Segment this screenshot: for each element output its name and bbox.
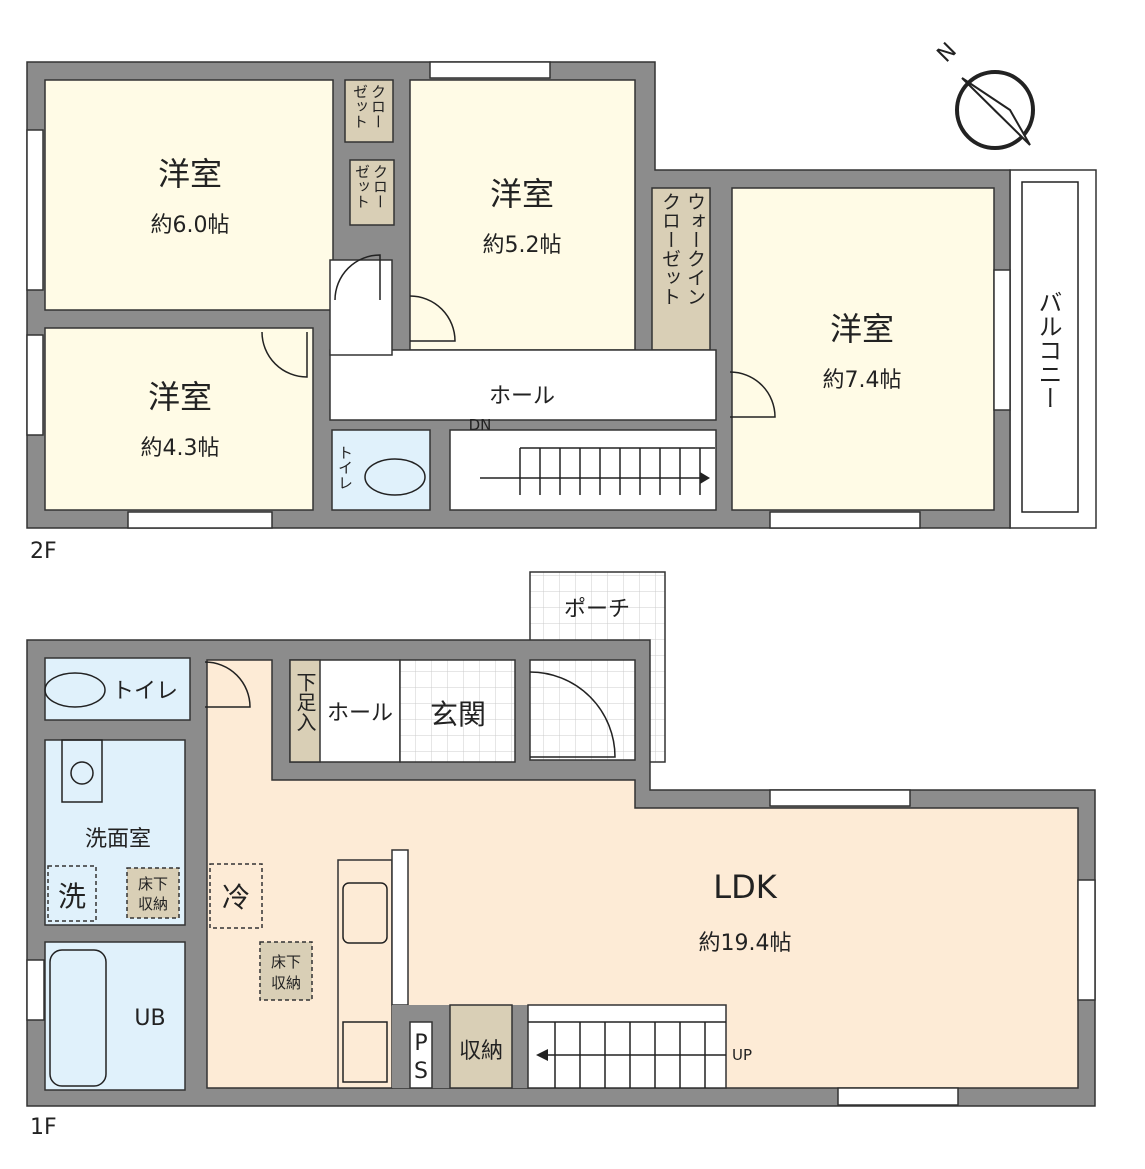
compass: N: [933, 38, 1035, 150]
stairs-2f[interactable]: [449, 429, 717, 511]
room-name: 洋室: [148, 378, 212, 416]
room-name: 洋室: [158, 155, 222, 193]
toilet-label: トイレ: [336, 445, 354, 490]
closet-label: クロー: [369, 84, 387, 129]
toilet-2f: [331, 429, 431, 511]
sink: [342, 882, 388, 944]
first-floor: トイレ 洗面室 洗 床下 収納 UB 冷 床下 収納 下足入 ホール 玄関 ポー…: [26, 571, 1096, 1140]
floor-label-2f: 2F: [30, 539, 57, 564]
ldk-size: 約19.4帖: [699, 931, 792, 956]
room-size: 約4.3帖: [141, 436, 220, 461]
ps-label: P: [414, 1031, 427, 1056]
room-6-0: [44, 79, 334, 311]
storage-label: 収納: [459, 1039, 503, 1064]
stove: [342, 1021, 388, 1083]
bath-label: UB: [134, 1006, 165, 1031]
ps-label: S: [414, 1059, 428, 1084]
shoe-storage: [289, 659, 321, 763]
fridge-space: [209, 863, 263, 929]
stairs-1f[interactable]: [527, 1004, 727, 1089]
unit-bath: [44, 941, 186, 1091]
room-size: 約5.2帖: [483, 233, 562, 258]
toilet-label: トイレ: [112, 679, 178, 704]
room-name: 洋室: [830, 310, 894, 348]
storage[interactable]: [449, 1004, 513, 1089]
underfloor-storage: [126, 867, 180, 919]
shoe-storage-label: 下足入: [293, 672, 317, 732]
porch-label: ポーチ: [564, 597, 630, 622]
room-name: 洋室: [490, 175, 554, 213]
ldk-label: LDK: [713, 868, 777, 906]
floor-label-1f: 1F: [30, 1115, 57, 1140]
entrance: [399, 659, 516, 763]
underfloor-label: 収納: [138, 895, 168, 913]
underfloor-label: 床下: [271, 953, 301, 971]
walk-in-closet: [651, 187, 711, 351]
hall-label: ホール: [489, 384, 555, 409]
closet-1: [344, 79, 394, 143]
closet-label: ゼット: [353, 164, 371, 209]
closet-2: [349, 159, 395, 226]
entrance-label: 玄関: [430, 698, 486, 731]
walk-in-closet-label: クローゼット: [659, 192, 681, 306]
kitchen-counter: [337, 859, 393, 1089]
stairs-up-label: UP: [732, 1046, 752, 1064]
underfloor-storage: [259, 941, 313, 1001]
hall-2f: [329, 349, 717, 421]
room-4-3: [44, 327, 314, 511]
balcony-label: バルコニー: [1034, 290, 1062, 410]
pipe-space: [409, 1021, 433, 1089]
stairs-dn-label: DN: [469, 416, 492, 434]
washroom-label: 洗面室: [85, 827, 151, 852]
closet-label: ゼット: [351, 84, 369, 129]
balcony: [1009, 169, 1097, 529]
room-size: 約7.4帖: [823, 368, 902, 393]
walk-in-closet-label: ウォークイン: [684, 192, 706, 306]
washer-space: [47, 865, 97, 922]
room-size: 約6.0帖: [151, 213, 230, 238]
toilet-1f: [44, 657, 191, 721]
room-5-2: [409, 79, 636, 351]
washer-label: 洗: [58, 880, 86, 913]
north-label: N: [933, 38, 962, 67]
underfloor-label: 収納: [271, 974, 301, 992]
second-floor: 洋室 約6.0帖 洋室 約4.3帖 洋室 約5.2帖 洋室 約7.4帖 クロー …: [26, 61, 1097, 564]
underfloor-label: 床下: [138, 875, 168, 893]
fridge-label: 冷: [222, 881, 250, 914]
hall-label: ホール: [327, 701, 393, 726]
closet-label: クロー: [371, 164, 389, 209]
room-7-4: [731, 187, 995, 511]
